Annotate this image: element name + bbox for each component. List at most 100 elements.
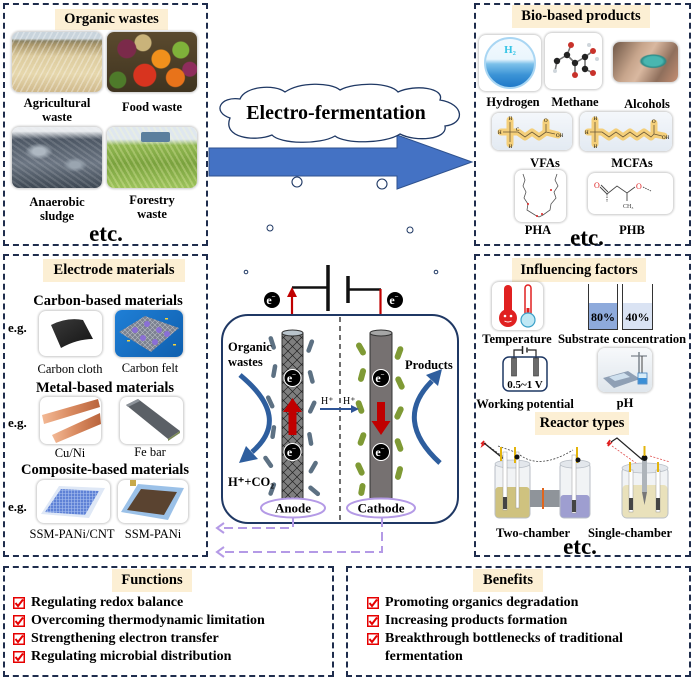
eg-label: e.g.	[8, 499, 27, 514]
anode-electron-arrow-icon	[283, 398, 302, 435]
temperature-image	[492, 282, 543, 330]
benefit-item: Increasing products formation	[385, 613, 568, 628]
composite-based-heading: Composite-based materials	[21, 462, 189, 478]
carbon-cloth-icon	[51, 319, 93, 348]
agricultural-waste-label: Agricultural waste	[24, 96, 91, 124]
bacterium	[271, 364, 278, 378]
carbon-based-heading: Carbon-based materials	[33, 293, 183, 309]
electron-symbol: e	[287, 445, 293, 459]
atom-label: O	[544, 119, 548, 124]
hydrogen-bubble-sphere	[484, 37, 536, 89]
bacterium	[394, 406, 404, 420]
food-waste-photo	[107, 32, 197, 92]
metal-based-heading: Metal-based materials	[35, 380, 175, 396]
bacterium	[270, 425, 277, 439]
label-line: waste	[42, 110, 72, 124]
eg-label: e.g.	[8, 415, 27, 430]
phb-structure-image: O O CH₃	[588, 173, 673, 214]
fe-bar-label: Fe bar	[134, 445, 166, 459]
electron-badge: e−	[372, 443, 390, 461]
bacterium	[358, 483, 366, 496]
organic-wastes-etc: etc.	[89, 221, 123, 246]
bacterium	[308, 485, 321, 497]
electron-symbol: e	[389, 293, 395, 307]
electron-symbol: e	[287, 371, 293, 385]
two-chamber-label: Two-chamber	[495, 526, 571, 540]
atom-label: OH	[662, 136, 670, 141]
arrow-up-icon	[287, 287, 297, 297]
process-arrow	[208, 134, 474, 190]
atom-label: C	[516, 128, 520, 133]
concentration-value: 80%	[591, 310, 615, 324]
bacterium	[355, 400, 365, 414]
temperature-label: Temperature	[482, 332, 552, 346]
checkbox-checked-icon	[367, 597, 379, 609]
atom-label: O	[652, 120, 656, 125]
electron-badge: e−	[263, 291, 281, 309]
label-line: Anaerobic	[29, 195, 85, 209]
checkbox-checked-icon	[13, 597, 25, 609]
proton-label: H⁺	[343, 396, 356, 407]
atom-label: OH	[556, 134, 564, 139]
forestry-waste-photo	[107, 127, 197, 188]
agricultural-waste-photo	[12, 32, 102, 92]
process-cloud	[219, 83, 461, 143]
methane-molecule-image	[545, 33, 602, 89]
organic-wastes-cell-label: Organic	[228, 340, 272, 354]
working-potential-label: Working potential	[476, 397, 574, 411]
atom-label: CH₃	[623, 204, 633, 210]
electron-charge: −	[395, 293, 399, 301]
atom-label: H	[498, 131, 502, 136]
label-line: Forestry	[129, 193, 175, 207]
electron-symbol: e	[266, 293, 272, 307]
cathode-label-ellipse	[346, 497, 416, 519]
bubble	[433, 269, 439, 275]
pha-structure-image	[515, 170, 566, 222]
anode-output-label: H⁺+CO₂	[228, 475, 274, 489]
beaker-fill	[589, 303, 617, 329]
substrate-inflow-arrow	[238, 373, 272, 454]
truck-shape	[141, 131, 170, 142]
electron-charge: −	[381, 371, 385, 379]
electron-symbol: e	[375, 371, 381, 385]
cathode-biofilm	[355, 342, 405, 496]
mcfa-chain-icon: H H H O OH	[584, 116, 670, 150]
concentration-value: 40%	[625, 310, 650, 324]
bacterium	[306, 339, 315, 353]
organic-wastes-panel	[3, 3, 208, 246]
checkbox-checked-icon	[13, 633, 25, 645]
carbon-cloth-label: Carbon cloth	[37, 362, 103, 376]
composite-mesh-icon	[41, 486, 105, 518]
cu-ni-image	[40, 397, 101, 444]
atom-label: H	[585, 131, 589, 136]
thermometer-icon	[499, 284, 536, 328]
cu-ni-label: Cu/Ni	[54, 446, 86, 460]
bacterium	[307, 370, 315, 384]
vfas-structure-image: H H H C O OH	[492, 113, 572, 150]
center-diagram: Electro-fermentation e− e−	[208, 83, 474, 558]
svg-text:e−: e−	[287, 371, 296, 385]
svg-text:e−: e−	[266, 293, 275, 307]
functions-title: Functions	[112, 569, 192, 592]
eg-label: e.g.	[8, 320, 27, 335]
carbon-felt-label: Carbon felt	[121, 361, 179, 375]
atom-label: O	[636, 182, 642, 191]
benefit-item: Promoting organics degradation	[385, 595, 579, 610]
process-label: Electro-fermentation	[246, 102, 426, 124]
bubbles	[243, 176, 439, 275]
benefits-title: Benefits	[473, 569, 543, 592]
cathode-pointer-line	[222, 518, 383, 553]
electrode-rod	[511, 357, 517, 377]
bio-products-etc: etc.	[570, 225, 604, 250]
fe-bar-image	[120, 397, 183, 444]
function-item: Strengthening electron transfer	[31, 631, 219, 646]
checkbox-checked-icon	[367, 633, 379, 645]
curved-arrow-head-icon	[426, 369, 442, 386]
arrow-left-icon	[215, 546, 225, 558]
svg-text:e−: e−	[375, 371, 384, 385]
svg-text:e−: e−	[287, 445, 296, 459]
beaker-fill	[623, 303, 652, 329]
electron-charge: −	[381, 445, 385, 453]
atom-label: H	[594, 117, 598, 122]
